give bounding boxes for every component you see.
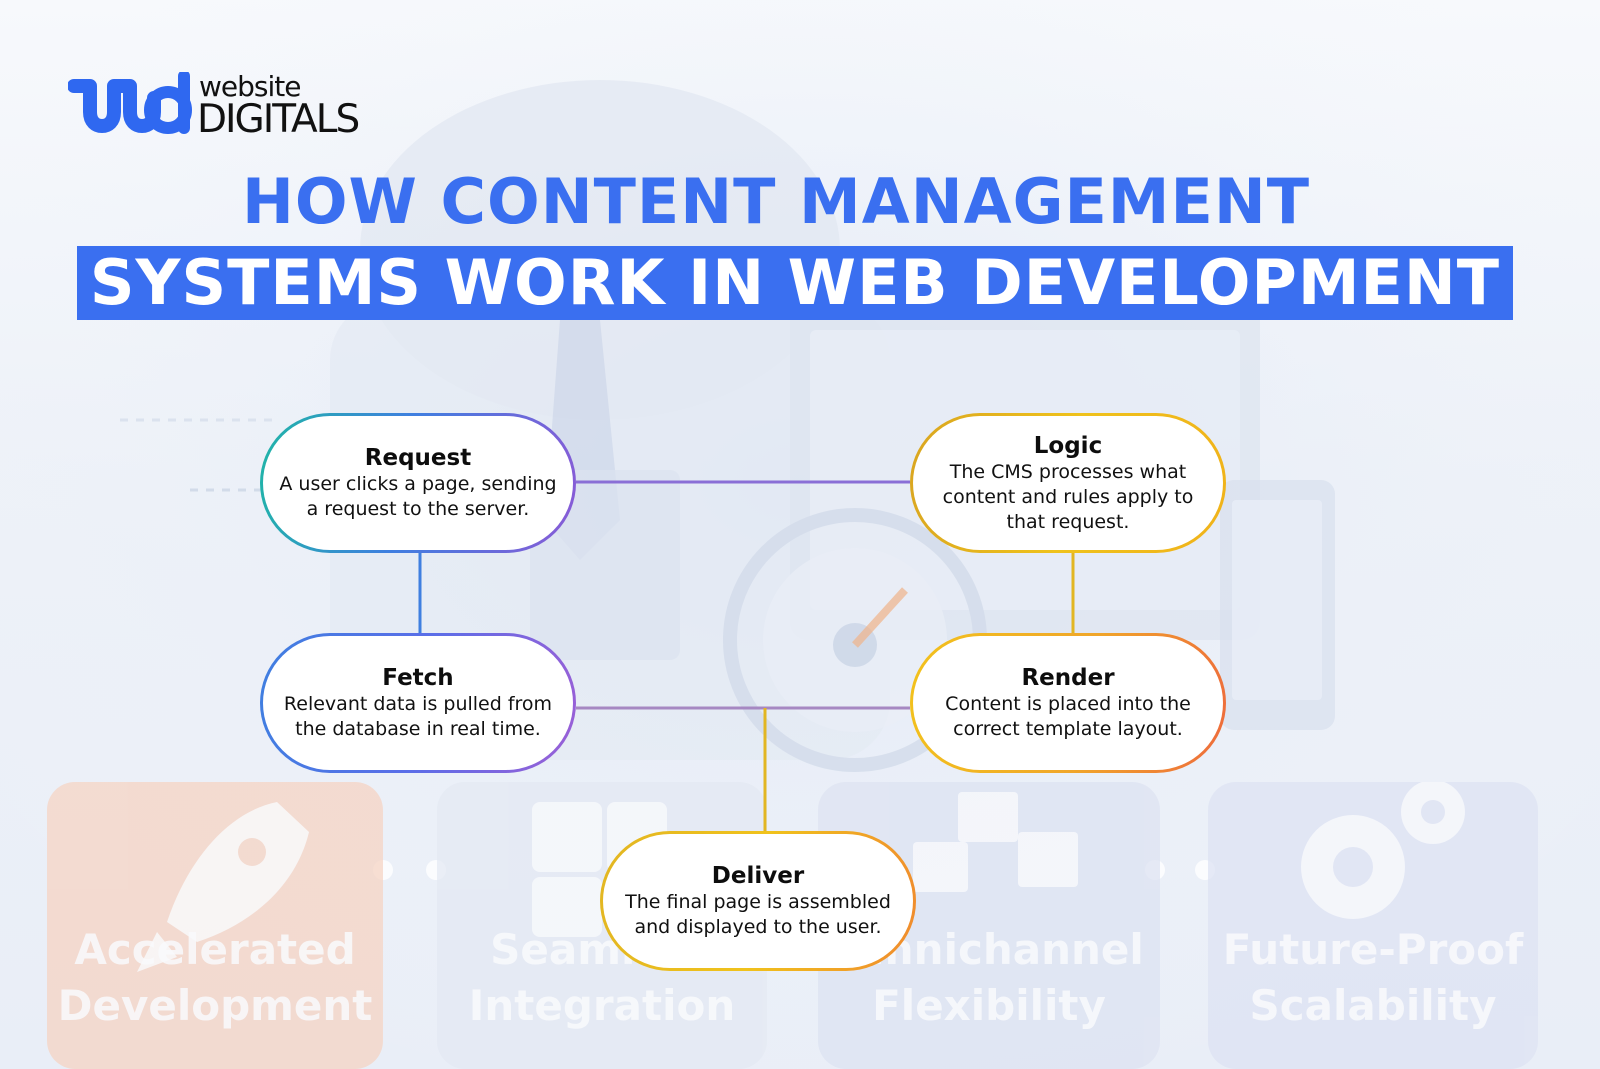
step-logic: Logic The CMS processes what content and… [910, 413, 1226, 553]
rocket-icon [137, 802, 309, 972]
step-fetch: Fetch Relevant data is pulled from the d… [260, 633, 576, 773]
bg-card-future-proof-scalability: Future-Proof Scalability [1208, 782, 1538, 1069]
cubes-icon [913, 792, 1078, 892]
step-description: Relevant data is pulled from the databas… [283, 693, 553, 740]
step-render-body: Render Content is placed into the correc… [913, 636, 1223, 770]
step-fetch-body: Fetch Relevant data is pulled from the d… [263, 636, 573, 770]
step-render: Render Content is placed into the correc… [910, 633, 1226, 773]
step-title: Fetch [382, 665, 454, 691]
logo-text-website: website [199, 70, 301, 103]
heading-highlight-bar [77, 246, 1513, 320]
step-description: The CMS processes what content and rules… [942, 460, 1194, 533]
bg-card-accelerated-development: Accelerated Development [47, 782, 383, 1069]
step-title: Deliver [711, 863, 805, 889]
step-description: Content is placed into the correct templ… [945, 693, 1191, 740]
gears-icon [1301, 782, 1465, 919]
step-deliver-body: Deliver The final page is assembled and … [603, 834, 913, 968]
heading-line-1: HOW CONTENT MANAGEMENT [241, 165, 1311, 238]
step-logic-body: Logic The CMS processes what content and… [913, 416, 1223, 550]
bg-card-label-line2: Integration [468, 981, 736, 1030]
bg-card-label-line2: Development [57, 981, 373, 1030]
step-request-body: Request A user clicks a page, sending a … [263, 416, 573, 550]
step-request: Request A user clicks a page, sending a … [260, 413, 576, 553]
bg-card-label-line1: Accelerated [74, 925, 356, 974]
wd-logo-mark [68, 72, 192, 134]
logo-text-digitals: DIGITALS [197, 97, 360, 142]
step-title: Request [364, 445, 472, 471]
step-title: Logic [1033, 432, 1103, 459]
bg-card-label-line2: Scalability [1249, 981, 1497, 1030]
bg-card-label-line1: Future-Proof [1222, 925, 1524, 974]
heading-line-2: SYSTEMS WORK IN WEB DEVELOPMENT [89, 246, 1501, 319]
bg-card-label-line2: Flexibility [872, 981, 1106, 1030]
step-description: A user clicks a page, sending a request … [279, 473, 557, 520]
step-title: Render [1021, 665, 1115, 691]
step-description: The final page is assembled and displaye… [625, 891, 891, 938]
step-deliver: Deliver The final page is assembled and … [600, 831, 916, 971]
brand-logo[interactable]: website DIGITALS [68, 70, 388, 142]
